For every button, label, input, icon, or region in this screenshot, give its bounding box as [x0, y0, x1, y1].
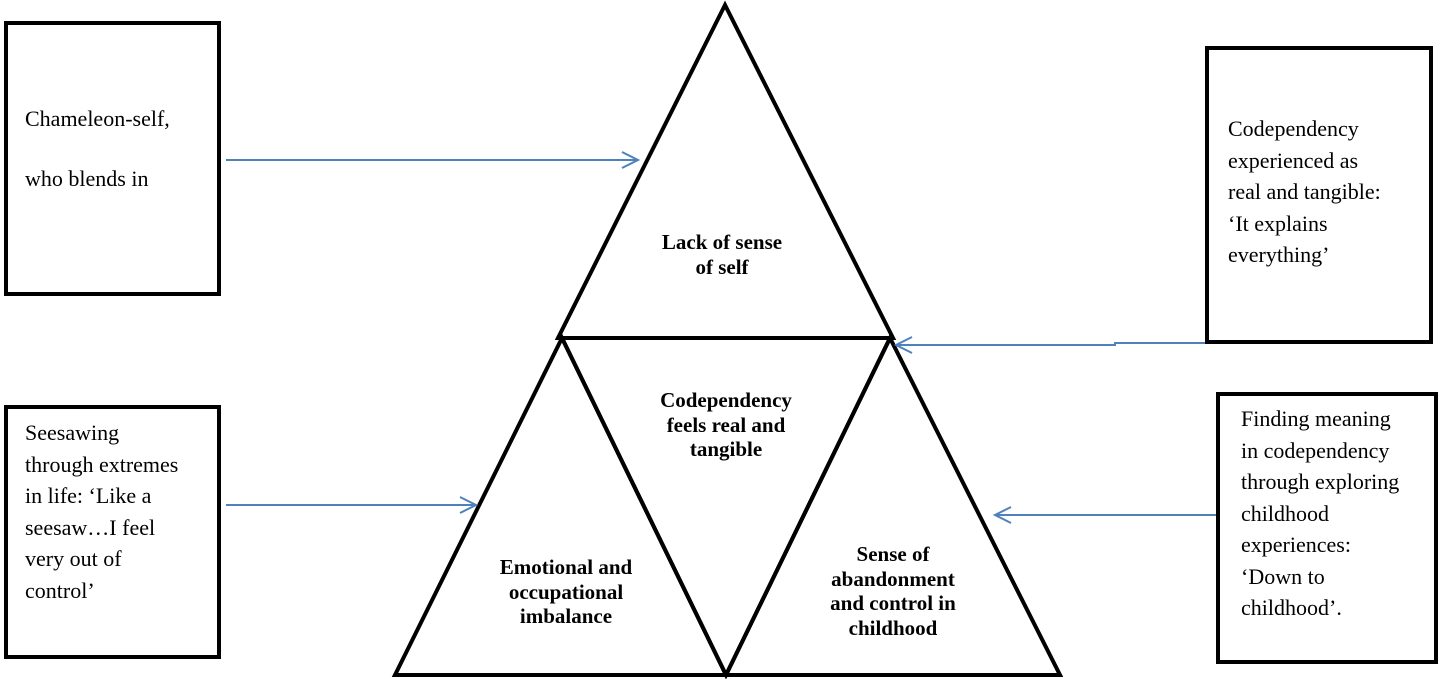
text-line: experiences: [1241, 532, 1351, 557]
text-line: occupational [508, 579, 624, 604]
text-line: childhood [848, 615, 938, 640]
text-line: in codependency [1241, 437, 1390, 463]
label-lack-of-sense-of-self: Lack of sense of self [622, 230, 822, 279]
text-line: feels real and [666, 412, 786, 437]
box-codependency-experienced [1205, 46, 1433, 344]
triangle-top [554, 0, 897, 340]
text-line: childhood [1241, 500, 1329, 526]
text-line: Seesawing [25, 420, 120, 445]
label-emotional-occupational-imbalance: Emotional and occupational imbalance [466, 555, 666, 629]
text-line: childhood’. [1241, 595, 1342, 620]
text-line: imbalance [519, 604, 613, 628]
text-line: experienced as [1228, 147, 1359, 173]
triangle-bottom-left [391, 333, 730, 677]
text-line: Codependency [1228, 116, 1359, 141]
text-line: through exploring [1241, 469, 1400, 494]
text-line: real and tangible: [1228, 179, 1381, 204]
text-line: seesaw…I feel [25, 514, 156, 540]
box-chameleon-self-text: Chameleon-self, who blends in [25, 89, 170, 209]
text-line: who blends in [25, 166, 149, 191]
text-line: Sense of [856, 542, 930, 566]
text-line: tangible [689, 437, 763, 461]
text-line: Chameleon-self, [25, 106, 170, 131]
label-sense-of-abandonment: Sense of abandonment and control in chil… [793, 542, 993, 640]
text-line: Finding meaning [1241, 406, 1391, 431]
triangle-bottom-right [722, 333, 1064, 677]
box-chameleon-self [4, 21, 221, 296]
box-finding-meaning-text: Finding meaning in codependency through … [1241, 403, 1399, 624]
box-seesawing [4, 405, 221, 659]
text-line: Codependency [660, 388, 792, 412]
text-line: in life: ‘Like a [25, 483, 152, 508]
text-line: abandonment [831, 566, 955, 591]
text-line: control’ [25, 577, 95, 603]
text-line: everything’ [1228, 242, 1330, 267]
text-line: and control in [830, 591, 956, 615]
box-codependency-experienced-text: Codependency experienced as real and tan… [1228, 113, 1381, 271]
text-line: through extremes [25, 451, 179, 477]
text-line: ‘It explains [1228, 210, 1328, 236]
text-line: ‘Down to [1241, 563, 1325, 589]
box-seesawing-text: Seesawing through extremes in life: ‘Lik… [25, 417, 178, 606]
text-line: Emotional and [499, 555, 633, 579]
text-line: Lack of sense [661, 230, 783, 254]
text-line: of self [695, 254, 749, 279]
label-codependency-feels-real: Codependency feels real and tangible [626, 388, 826, 462]
box-finding-meaning [1216, 392, 1438, 664]
text-line: very out of [25, 546, 122, 571]
